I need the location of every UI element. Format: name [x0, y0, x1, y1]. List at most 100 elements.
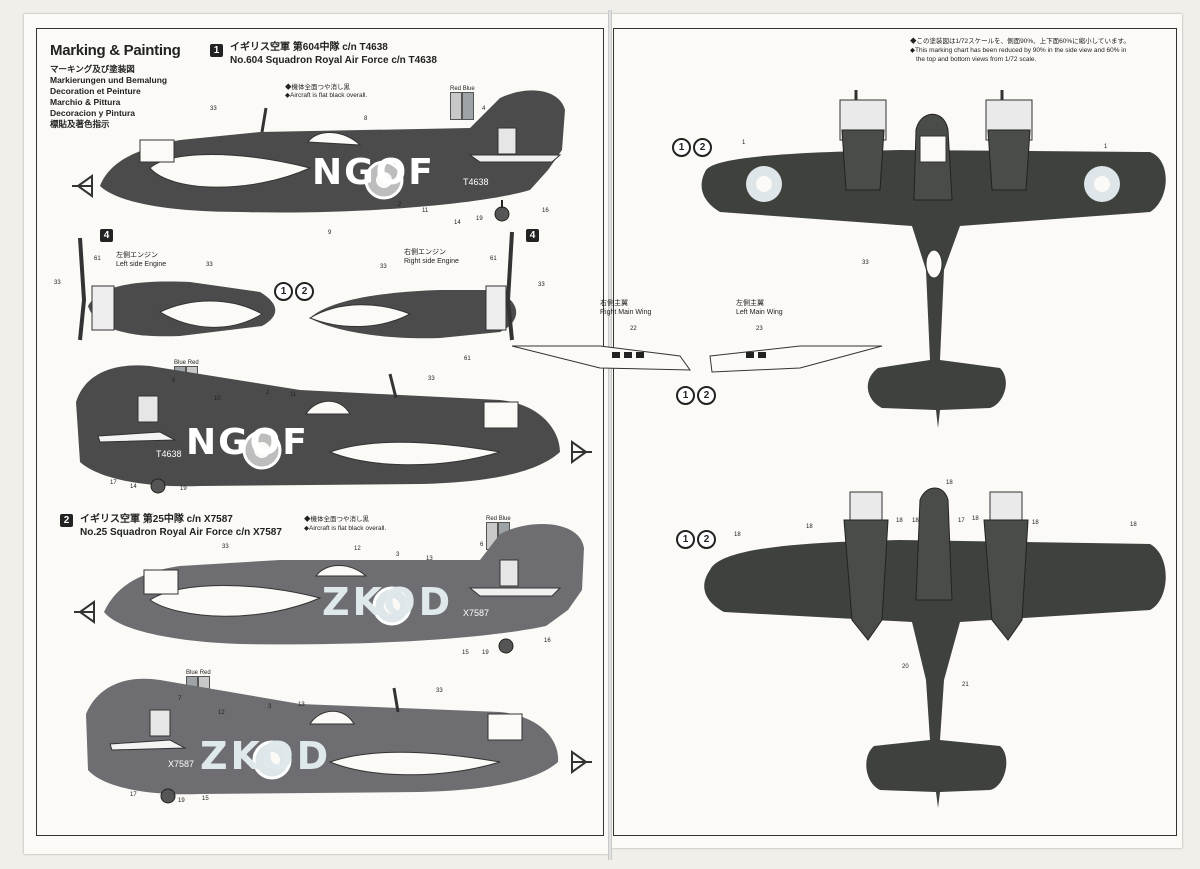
- callout-23: 23: [756, 326, 763, 332]
- badge-2: 2: [693, 138, 712, 157]
- left-engine-label-jp: 左側エンジン: [116, 252, 158, 259]
- scale-note-jp: ◆この塗装図は1/72スケールを、側面90%、上下面60%に縮小しています。: [910, 38, 1130, 45]
- scheme2-header-en: No.25 Squadron Royal Air Force c/n X7587: [80, 527, 282, 538]
- scheme2-color-note-jp: ◆機体全面つや消し黒: [304, 516, 369, 523]
- lang-fr: Decoration et Peinture: [50, 86, 141, 96]
- wing-scheme-badges: 1 2: [676, 386, 716, 405]
- scheme2-color-note-en: ◆Aircraft is flat black overall.: [304, 525, 387, 532]
- color-label-blue: Blue: [174, 360, 187, 366]
- callout-12: 12: [354, 546, 361, 552]
- callout-19: 19: [482, 650, 489, 656]
- scheme2-left-profile: [74, 523, 584, 654]
- callout-33: 33: [862, 260, 869, 266]
- lang-es: Decoracion y Pintura: [50, 108, 136, 118]
- scheme1-code-right: NGOF: [186, 422, 309, 463]
- callout-7: 7: [178, 696, 182, 702]
- scheme1-header-jp: イギリス空軍 第604中隊 c/n T4638: [230, 42, 388, 53]
- color-label-red: Red: [450, 86, 462, 92]
- scheme1-left-profile: [72, 90, 565, 222]
- scheme1-code-left: NGOF: [312, 152, 435, 193]
- callout-18: 18: [806, 524, 813, 530]
- right-engine-label-jp: 右側エンジン: [404, 249, 446, 256]
- callout-12: 12: [218, 710, 225, 716]
- callout-61: 61: [490, 256, 497, 262]
- right-frame: [613, 28, 1177, 836]
- callout-2: 2: [398, 202, 402, 208]
- badge-1: 1: [676, 386, 695, 405]
- callout-19: 19: [180, 486, 187, 492]
- callout-1: 1: [1104, 144, 1108, 150]
- language-list: マーキング及び塗装図 Markierungen und Bemalung Dec…: [50, 64, 167, 130]
- callout-33: 33: [436, 688, 443, 694]
- lang-de: Markierungen und Bemalung: [50, 75, 168, 85]
- callout-17: 17: [110, 480, 117, 486]
- callout-18: 18: [972, 516, 979, 522]
- callout-18: 18: [912, 518, 919, 524]
- callout-15: 15: [202, 796, 209, 802]
- scheme2-right-profile: [86, 678, 592, 804]
- engines-scheme-badges: 1 2: [274, 282, 314, 301]
- badge-1: 1: [676, 530, 695, 549]
- right-wing-label-en: Right Main Wing: [600, 309, 652, 316]
- callout-33: 33: [210, 106, 217, 112]
- scheme1-badge: 1: [210, 44, 223, 57]
- scale-note-en-1: ◆This marking chart has been reduced by …: [910, 47, 1127, 54]
- callout-17: 17: [130, 792, 137, 798]
- callout-33: 33: [54, 280, 61, 286]
- bottom-view-scheme-badges: 1 2: [676, 530, 716, 549]
- badge-2: 2: [295, 282, 314, 301]
- top-view-scheme-badges: 1 2: [672, 138, 712, 157]
- right-wing-label-jp: 右側主翼: [600, 300, 628, 307]
- callout-8: 8: [364, 116, 368, 122]
- callout-17: 17: [958, 518, 965, 524]
- callout-21: 21: [962, 682, 969, 688]
- callout-18: 18: [1032, 520, 1039, 526]
- badge-1: 1: [672, 138, 691, 157]
- scheme1-serial-right: T4638: [156, 449, 182, 459]
- callout-33: 33: [206, 262, 213, 268]
- callout-10: 10: [214, 396, 221, 402]
- color-label-blue: Blue: [462, 86, 475, 92]
- callout-33: 33: [380, 264, 387, 270]
- callout-11: 11: [422, 208, 429, 214]
- callout-14: 14: [454, 220, 461, 226]
- scheme2-serial-left: X7587: [463, 608, 490, 618]
- badge-2: 2: [697, 530, 716, 549]
- lang-zh: 標貼及著色指示: [50, 119, 110, 129]
- callout-33: 33: [538, 282, 545, 288]
- engines-drawing: [78, 231, 517, 341]
- left-engine-label-en: Left side Engine: [116, 261, 167, 268]
- scheme1-color-note-jp: ◆機体全面つや消し黒: [285, 84, 350, 91]
- scheme1-color-note-en: ◆Aircraft is flat black overall.: [285, 92, 368, 99]
- callout-3: 3: [268, 704, 272, 710]
- lang-jp: マーキング及び塗装図: [50, 64, 135, 74]
- scheme2-serial-right: X7587: [168, 759, 195, 769]
- callout-13: 13: [298, 702, 305, 708]
- scheme1-serial-left: T4638: [463, 177, 489, 187]
- color-label-blue: Blue: [498, 516, 511, 522]
- callout-18: 18: [734, 532, 741, 538]
- scheme1-header-en: No.604 Squadron Royal Air Force c/n T463…: [230, 55, 437, 66]
- scheme2-code-right: ZKOD: [200, 734, 332, 778]
- callout-14: 14: [130, 484, 137, 490]
- callout-33: 33: [222, 544, 229, 550]
- callout-61: 61: [464, 356, 471, 362]
- callout-18: 18: [896, 518, 903, 524]
- callout-15: 15: [462, 650, 469, 656]
- callout-16: 16: [544, 638, 551, 644]
- scale-note-en-2: the top and bottom views from 1/72 scale…: [916, 56, 1037, 63]
- badge-1: 1: [274, 282, 293, 301]
- callout-20: 20: [902, 664, 909, 670]
- callout-1: 1: [742, 140, 746, 146]
- color-label-red: Red: [187, 360, 199, 366]
- callout-19: 19: [178, 798, 185, 804]
- callout-4-badge: 4: [526, 229, 539, 242]
- color-label-blue: Blue: [186, 670, 199, 676]
- scheme2-badge: 2: [60, 514, 73, 527]
- scheme2-header-jp: イギリス空軍 第25中隊 c/n X7587: [80, 514, 233, 525]
- callout-2: 2: [266, 390, 270, 396]
